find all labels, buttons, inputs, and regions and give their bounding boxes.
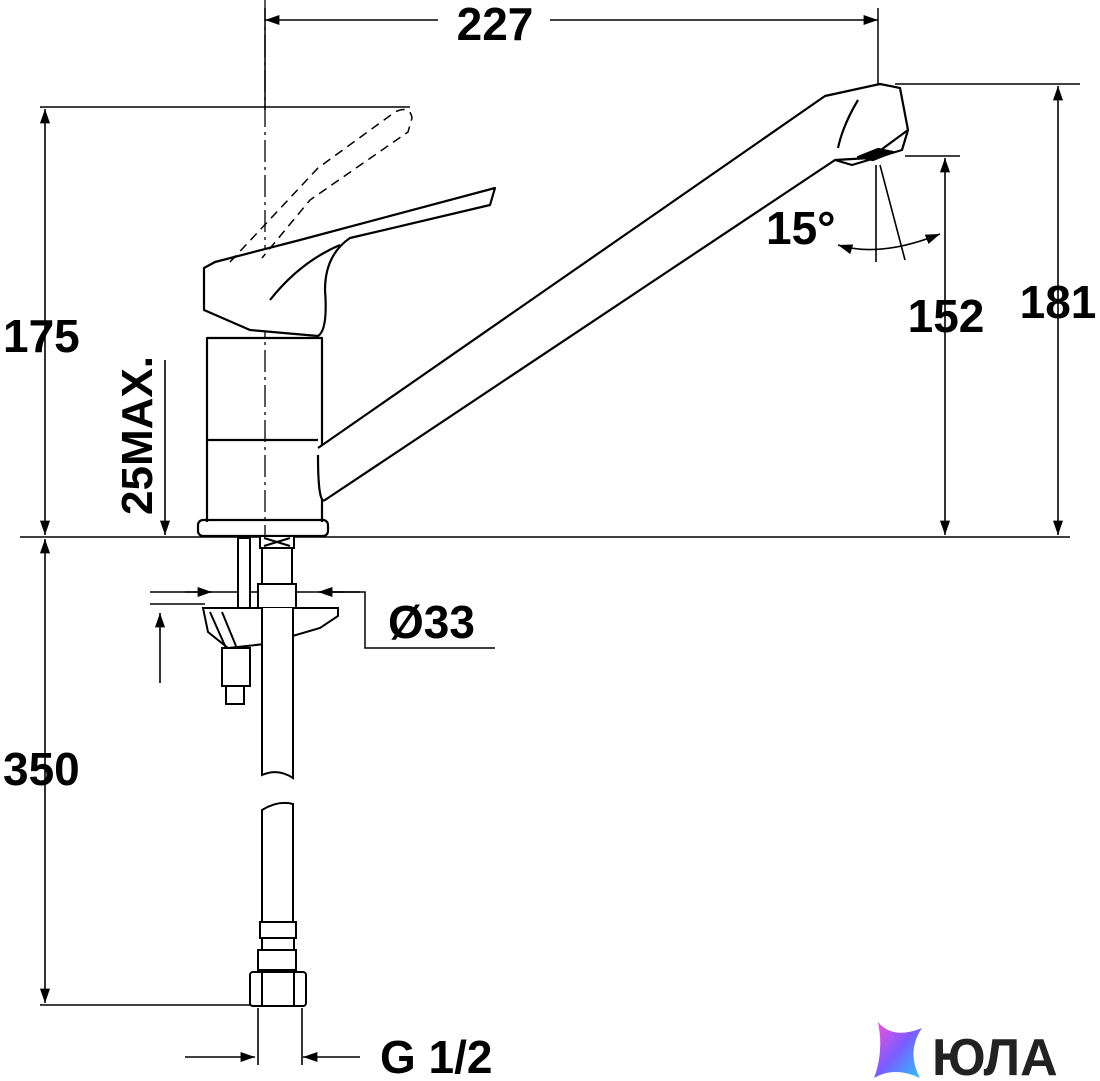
mounting-stud [237, 537, 251, 619]
brand-logo: ЮЛА [874, 1022, 1058, 1081]
label-total-height: 175 [3, 310, 80, 362]
hose-ferrule-3 [257, 949, 297, 971]
flexible-hose [249, 608, 307, 1007]
hose-ferrule-1 [259, 921, 297, 939]
stud-end [225, 685, 245, 705]
hose-upper-segment [261, 608, 294, 780]
angle-arc [837, 233, 941, 255]
inlet-crosshatch [263, 537, 291, 547]
logo-star-icon [874, 1022, 922, 1078]
logo-text: ЮЛА [932, 1029, 1058, 1081]
hose-ferrule-2 [261, 937, 295, 951]
label-spout-height: 181 [1020, 276, 1097, 328]
hose-connection-nut [249, 971, 307, 1007]
aerator-nozzle [856, 147, 895, 162]
hose-lower-segment [261, 801, 294, 923]
inlet-fitting [261, 547, 293, 589]
label-max-deck-thickness: 25MAX. [113, 356, 162, 515]
fixing-nut [221, 647, 251, 687]
label-hose-length: 350 [3, 743, 80, 795]
extension-lines [20, 8, 1080, 1006]
faucet-outline [196, 82, 910, 538]
dimension-lines [39, 14, 1064, 1065]
handle-contour [269, 243, 341, 301]
label-aerator-height: 152 [908, 290, 985, 342]
faucet-body [205, 336, 324, 522]
lever-handle [202, 186, 497, 338]
faucet-base-ring [196, 518, 330, 538]
spout-tip-contour [836, 99, 859, 149]
label-connection-thread: G 1/2 [380, 1031, 493, 1081]
label-base-diameter: Ø33 [388, 596, 475, 648]
label-spout-angle: 15° [766, 202, 836, 254]
bracket-detail [209, 611, 237, 649]
label-spout-reach: 227 [457, 0, 534, 50]
inlet-nut [257, 583, 297, 609]
spout [316, 82, 910, 502]
